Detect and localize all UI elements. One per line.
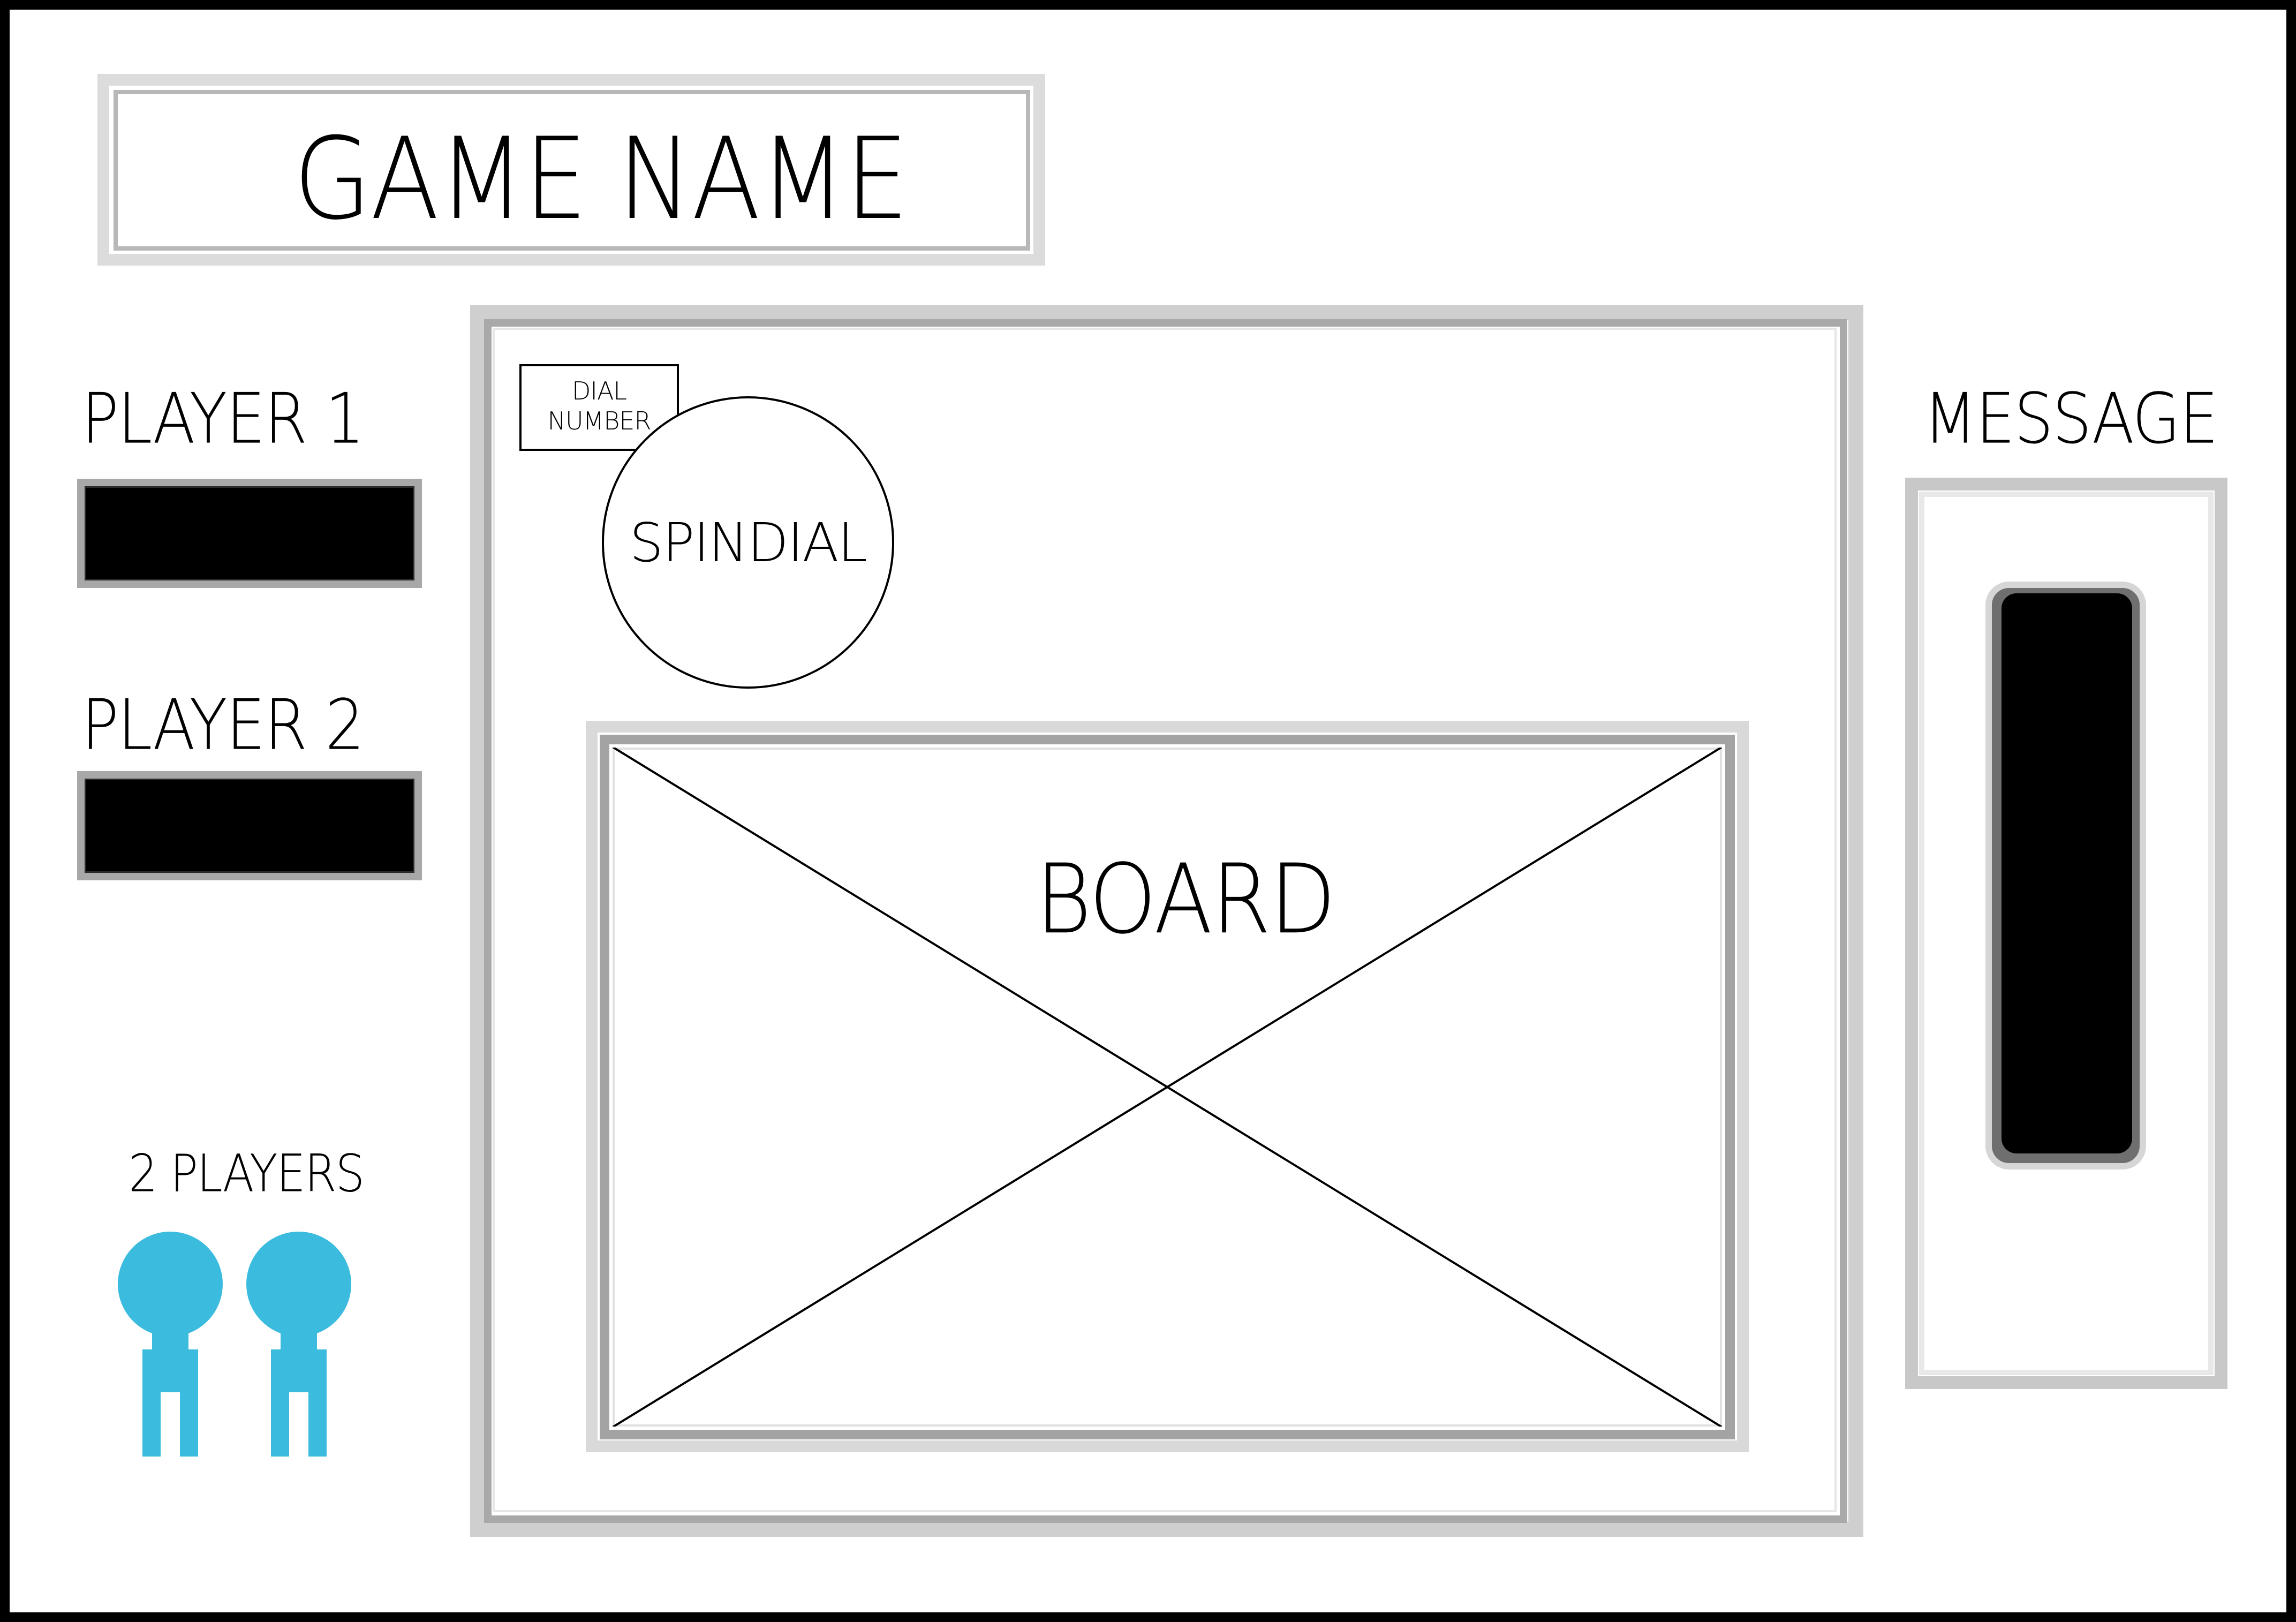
game-area-sketch-line xyxy=(493,328,1837,1512)
board-placeholder-cross xyxy=(613,748,1722,1427)
message-panel-border xyxy=(1919,492,2214,1375)
person-icon[interactable] xyxy=(246,1232,351,1457)
game-title-border xyxy=(114,90,1030,251)
spindial-button[interactable]: SPINDIAL xyxy=(602,396,894,689)
dial-number-label: DIAL NUMBER xyxy=(522,376,677,436)
message-field xyxy=(2002,593,2132,1153)
board-label: BOARD xyxy=(1036,843,1336,955)
player1-name-field[interactable] xyxy=(77,479,422,588)
message-label: MESSAGE xyxy=(1923,378,2218,459)
players-count-label: 2 PLAYERS xyxy=(129,1144,365,1204)
person-icon[interactable] xyxy=(118,1232,223,1457)
dial-number-line1: DIAL xyxy=(571,376,627,405)
player1-label: PLAYER 1 xyxy=(81,378,365,459)
game-area-border xyxy=(484,319,1847,1523)
game-title: GAME NAME xyxy=(293,114,909,245)
player2-label: PLAYER 2 xyxy=(81,684,365,766)
board-outer-border xyxy=(586,721,1749,1452)
dial-number-line2: NUMBER xyxy=(547,406,652,435)
game-title-box xyxy=(97,74,1045,266)
game-area xyxy=(470,305,1863,1537)
player2-name-field[interactable] xyxy=(77,771,422,880)
board-border xyxy=(600,735,1735,1439)
spindial-label: SPINDIAL xyxy=(629,511,868,574)
